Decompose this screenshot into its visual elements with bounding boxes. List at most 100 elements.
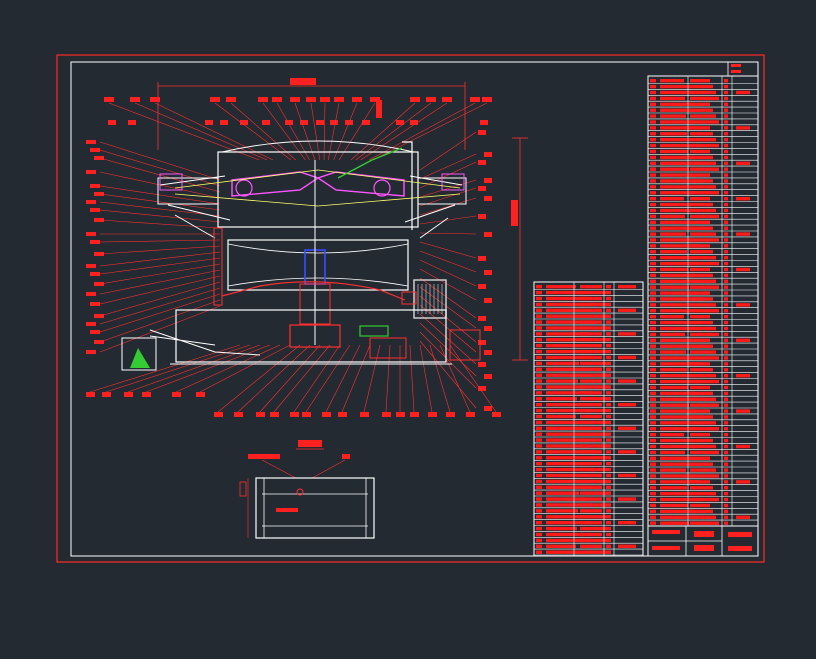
top-housing [217,151,419,228]
callout-top [470,97,480,102]
table-cell [580,444,607,448]
table-cell [650,232,656,236]
callout-top [104,97,114,102]
table-cell [690,244,710,248]
callout-top [290,97,300,102]
table-cell [580,450,602,454]
table-cell [536,379,542,383]
table-cell [536,462,542,466]
table-cell [724,273,728,278]
table-cell [580,302,607,307]
table-cell [650,486,656,490]
table-cell [690,120,719,124]
table-cell [650,244,656,248]
table-cell [546,408,591,413]
table-cell [660,102,692,106]
table-cell [736,267,750,272]
table-cell [690,486,713,490]
table-cell [690,220,710,224]
table-cell [690,315,710,319]
leader-line [262,102,306,161]
table-cell [660,403,689,407]
leader-line [99,269,221,295]
table-cell [690,79,710,83]
table-cell [660,173,696,177]
table-cell [650,102,656,106]
right-pulley [373,179,391,197]
table-cell [580,314,607,318]
table-cell [536,526,542,531]
table-cell [580,479,607,484]
leader-line [419,241,477,259]
table-cell [650,362,656,366]
table-cell [724,244,728,248]
table-cell [580,503,607,507]
table-cell [580,414,602,419]
part-callouts-right [478,130,492,411]
table-cell [724,155,728,160]
table-cell [546,355,594,360]
table-cell [536,473,542,478]
leader-line [368,102,476,161]
table-cell [660,409,696,413]
callout-left [94,192,104,196]
table-cell [660,185,690,189]
callout-bottom [196,392,205,397]
detail-title [298,440,322,447]
table-cell [660,397,702,401]
leader-line [217,344,301,413]
table-cell [546,379,578,383]
shaft-housing [299,283,331,325]
left-drum-arm [159,175,231,239]
leader-line [99,275,221,305]
callout-bottom [360,412,369,417]
table-cell [724,497,728,502]
table-cell [536,385,542,389]
table-cell [606,385,611,389]
table-cell [690,421,716,425]
table-cell [690,480,710,484]
table-cell [690,338,710,342]
table-cell [724,486,728,490]
table-cell [546,391,592,395]
table-cell [580,391,602,395]
table-cell [660,468,686,472]
table-cell [660,515,702,519]
table-cell [724,279,728,283]
table-cell [690,497,719,502]
table-cell [724,250,728,254]
table-cell [690,415,713,419]
table-cell [690,515,716,519]
table-cell [724,415,728,419]
table-cell [690,397,716,401]
table-cell [536,391,542,395]
callout-right [478,362,486,367]
table-cell [724,120,728,124]
table-cell [660,362,700,366]
table-cell [536,302,542,307]
part-callouts-left [86,140,104,354]
table-cell [650,138,656,142]
table-cell [724,84,728,89]
table-cell [690,197,710,201]
table-cell [690,427,719,431]
table-cell [724,79,728,83]
table-cell [580,290,607,295]
leader-line [419,340,477,409]
callout-left [86,200,96,204]
callout-bottom [428,412,437,417]
table-cell [536,361,542,366]
table-cell [580,385,607,389]
callout-bottom [322,412,331,417]
gearbox [289,324,341,348]
table-cell [660,149,688,154]
table-cell [690,362,710,366]
leader-line [325,344,361,413]
table-cell [690,521,719,525]
table-cell [650,427,656,431]
table-cell [650,132,656,136]
table-cell [546,550,583,554]
table-cell [650,114,656,118]
leader-line [230,102,296,161]
